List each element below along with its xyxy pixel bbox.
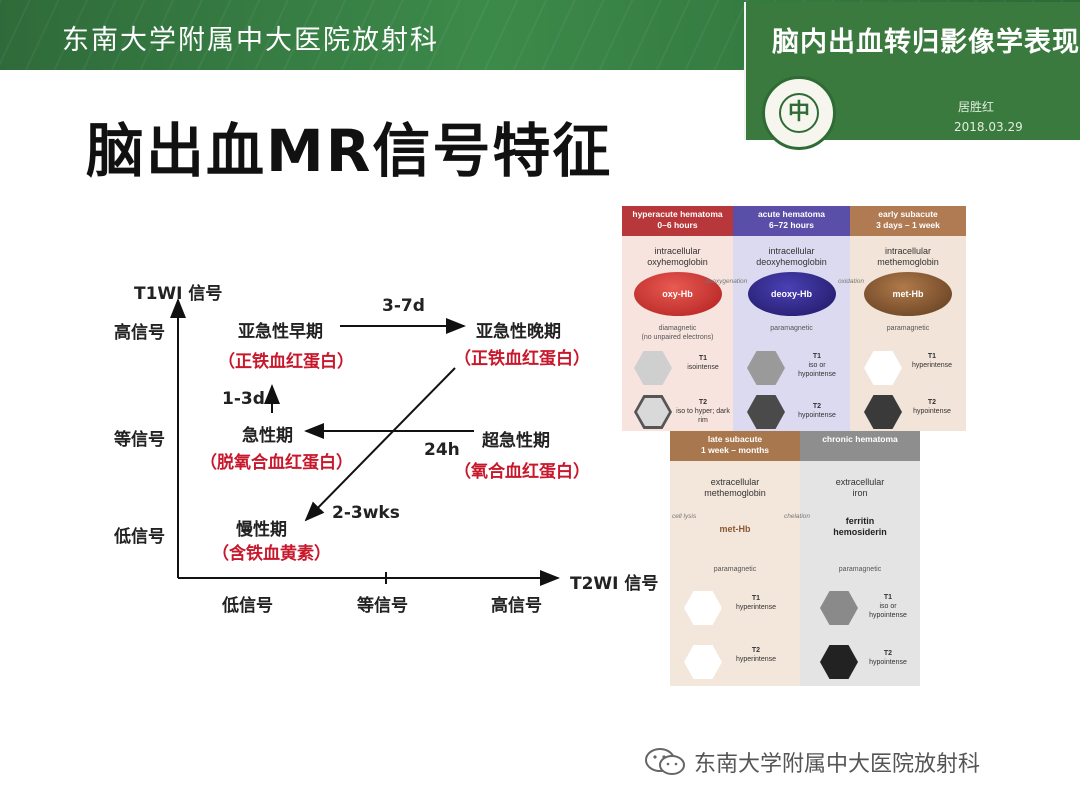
stage-hyperacute: 超急性期 [482,431,550,451]
stage-acute: 急性期 [242,426,293,446]
y-level-low: 低信号 [114,527,165,547]
column-chronic: chronic hematoma extracellular iron chel… [784,431,920,686]
column-header: chronic hematoma [800,431,920,461]
substance-text: methemoglobin [877,257,939,267]
x-level-high: 高信号 [491,596,542,616]
transition-1-3d: 1-3d [222,389,265,409]
location-text: extracellular [835,477,885,487]
t1-signal-hex [747,351,785,385]
t2-value: hyperintense [735,656,777,663]
met-hb-molecule: met-Hb [864,272,952,316]
t2-value: hypointense [798,412,836,419]
arrow-cell-lysis: cell lysis [672,513,697,520]
y-level-iso: 等信号 [114,430,165,450]
location-text: intracellular [654,246,701,256]
wechat-icon [645,748,685,775]
t1-label: T1 [883,594,893,601]
hospital-seal-logo: 中 [762,76,836,150]
t1-signal-hex [684,591,722,625]
location-text: intracellular [884,246,932,256]
t2-label: T2 [927,399,937,406]
transition-2-3wks: 2-3wks [332,503,400,523]
t1-label: T1 [927,353,937,360]
t2-label: T2 [883,650,893,657]
t1-value: isointense [687,364,719,371]
transition-3-7d: 3-7d [382,296,425,316]
t1-signal-hex [634,351,672,385]
met-hb-label: met-Hb [719,524,751,534]
y-axis-label: T1WI 信号 [134,284,223,304]
t2-value: hypointense [869,659,907,666]
deoxy-hb-molecule: deoxy-Hb [747,272,836,316]
location-text: intracellular [768,246,815,256]
t2-label: T2 [812,403,822,410]
substance-text: deoxyhemoglobin [756,257,827,267]
t2-signal-hex [684,645,722,679]
substance-hyperacute: （氧合血红蛋白） [454,462,590,482]
stage-chronic: 慢性期 [236,520,287,540]
t2-signal-hex [864,395,902,429]
arrow-late-to-chronic [304,367,456,522]
substance-late-subacute: （正铁血红蛋白） [454,349,590,369]
x-level-low: 低信号 [222,596,273,616]
t1-value: iso or hypointense [869,603,907,619]
arrow-deoxygenation: deoxygenation [705,278,748,285]
t1-value: hyperintense [911,362,953,369]
watermark-text: 东南大学附属中大医院放射科 [694,752,981,777]
magnetism-text: diamagnetic [658,325,697,332]
substance-chronic: （含铁血黄素） [212,544,331,564]
stage-late-subacute: 亚急性晚期 [476,322,561,342]
substance-text: methemoglobin [704,488,766,498]
presentation-date: 2018.03.29 [954,120,1023,134]
x-level-iso: 等信号 [357,596,408,616]
t1-value: hyperintense [735,604,777,611]
substance-acute: （脱氧合血红蛋白） [200,453,353,473]
stage-early-subacute: 亚急性早期 [238,322,323,342]
t1-signal-hex [820,591,858,625]
author-name: 居胜红 [958,100,995,114]
topic-panel: 脑内出血转归影像学表现 中 居胜红 2018.03.29 [744,2,1080,150]
location-text: extracellular [710,477,760,487]
magnetism-note: (no unpaired electrons) [641,334,714,341]
y-level-high: 高信号 [114,323,165,343]
slide-title: 脑出血MR信号特征 [86,117,613,185]
magnetism-text: paramagnetic [886,325,930,332]
arrow-chelation: chelation [784,513,811,520]
t1-label: T1 [698,355,708,362]
t2-signal-hex [820,645,858,679]
t2-label: T2 [751,647,761,654]
t1-value: iso or hypointense [798,362,836,378]
topic-title: 脑内出血转归影像学表现 [772,27,1080,58]
magnetism-text: paramagnetic [713,566,757,573]
t2-label: T2 [698,399,708,406]
t1-label: T1 [812,353,822,360]
substance-early-subacute: （正铁血红蛋白） [218,352,354,372]
t1-signal-hex [864,351,902,385]
x-axis-label: T2WI 信号 [570,574,659,594]
magnetism-text: paramagnetic [838,566,882,573]
t2-signal-hex [747,395,785,429]
substance-text: oxyhemoglobin [647,257,708,267]
ferritin-hemosiderin-label: ferritin hemosiderin [833,516,887,537]
institution-title: 东南大学附属中大医院放射科 [62,25,439,56]
arrow-oxidation: oxidation [838,278,865,285]
wechat-watermark: 东南大学附属中大医院放射科 [644,746,980,778]
transition-24h: 24h [424,440,460,460]
oxy-hb-molecule: oxy-Hb [633,272,722,316]
magnetism-text: paramagnetic [770,325,813,332]
t2-value: hypointense [913,408,951,415]
t2-value: iso to hyper; dark rim [676,408,730,424]
t1-label: T1 [751,595,761,602]
substance-text: iron [852,488,868,498]
